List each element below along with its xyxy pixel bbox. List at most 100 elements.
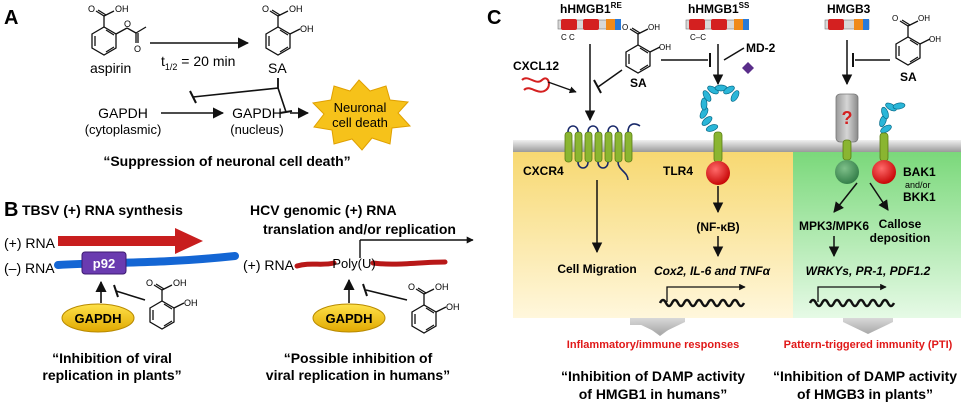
inhibition-bar-b2 [362,283,368,297]
callose-label-line1: Callose [879,217,922,231]
hmgb1-re-cysteines: C C [561,33,575,42]
tlr4-label: TLR4 [663,164,693,178]
panel-c-caption2-line2: of HMGB3 in plants” [797,386,933,402]
hcv-title-line1: HCV genomic (+) RNA [250,202,397,218]
plus-rna-label: (+) RNA [4,235,56,251]
sa-c2-o-label: O [892,14,898,23]
minus-rna-strand [54,252,239,269]
aspirin-oh-label: OH [115,4,129,14]
receptor-to-callose-arrow [869,182,889,211]
panel-c-caption1-line2: of HMGB1 in humans” [579,386,728,402]
panel-b-caption2-line1: “Possible inhibition of [284,350,433,366]
plant-dna [808,298,896,308]
hmgb1-ss-protein [685,19,749,30]
aspirin-carbonyl-o-label: O [134,44,141,54]
md2-molecule [742,62,754,74]
sa-label-c1: SA [630,76,647,90]
gapdh-label-2: GAPDH [326,311,373,326]
sa-structure-c2 [895,19,931,66]
cxcr4-label: CXCR4 [523,164,564,178]
p92-label: p92 [93,256,115,271]
panel-a-caption: “Suppression of neuronal cell death” [103,153,350,169]
sa-c2-oh-label-2: OH [929,35,941,44]
sa-structure-b2 [411,287,447,334]
nfkb-label: (NF-κB) [696,220,739,234]
cxcr4-intracellular-loops [577,161,629,181]
sa-b2-oh-label-1: OH [435,282,449,292]
sa-c1-o-label: O [622,23,628,32]
human-genes-label: Cox2, IL-6 and TNFα [654,264,771,278]
cxcl12-label: CXCL12 [513,59,559,73]
human-output-arrow-head [635,318,685,334]
panel-b-caption1-line2: replication in plants” [42,367,181,383]
hmgb1-re-protein [557,19,621,30]
gapdh-oval-1 [61,303,135,333]
human-dna [658,298,746,308]
sa-c1-oh-label-1: OH [648,23,660,32]
sa-b2-oh-label-2: OH [446,302,460,312]
plant-genes-label: WRKYs, PR-1, PDF1.2 [806,264,931,278]
hcv-plus-rna-label: (+) RNA [243,257,295,273]
hmgb1-ss-disulfide: C–C [690,33,706,42]
cell-migration-label: Cell Migration [557,262,636,276]
half-life-label: t1/2 = 20 min [161,53,235,72]
hcv-title-line2: translation and/or replication [263,221,456,237]
cxcr4-receptor [564,131,633,163]
sa-label-c2: SA [900,70,917,84]
receptor-to-mpk-arrow [833,182,858,213]
bak1-label: BAK1 [903,165,936,179]
panel-a-letter: A [4,7,18,29]
panel-a: A O OH O O aspirin t1/2 = 20 min [4,4,412,169]
inhibition-bar-c1 [593,79,602,94]
aspirin-ester-o-label: O [124,19,131,29]
mpk-label: MPK3/MPK6 [799,219,869,233]
sa-structure-a [265,9,301,56]
hcv-rna-right [370,259,448,267]
gapdh-nucleus-location: (nucleus) [230,122,283,137]
sa-c2-oh-label-1: OH [918,14,930,23]
bak1-transmembrane [879,132,889,162]
sa-inhibition-cxcr4 [597,69,623,88]
unknown-receptor-kinase [835,160,859,184]
p92-box [81,251,127,275]
plant-response-label: Pattern-triggered immunity (PTI) [784,339,953,351]
plus-rna-arrow [58,228,203,254]
inhibition-bar-1 [189,90,197,104]
neuronal-death-line2: cell death [332,115,388,130]
panel-b-caption1-line1: “Inhibition of viral [52,350,172,366]
gapdh-oval-2 [312,303,386,333]
bak1-andor-label: and/or [905,180,931,190]
panel-c: C hHMGB1RE C C hHMGB1SS C–C HMGB3 [487,1,961,402]
sa-inhibition-line-b1 [115,290,146,301]
cxcl12-arrow [547,81,577,94]
gapdh-cytoplasmic: GAPDH [98,105,148,121]
bkk1-label: BKK1 [903,190,936,204]
md2-label: MD-2 [746,41,776,55]
bak1-kinase [872,160,896,184]
sa-b1-o-label: O [146,278,153,288]
panel-b: B TBSV (+) RNA synthesis (+) RNA (–) RNA… [4,199,474,383]
aspirin-label: aspirin [90,60,131,76]
aspirin-o-label: O [88,4,95,14]
tlr4-ectodomain [699,84,740,132]
hmgb3-protein [824,19,870,30]
gapdh-cytoplasmic-location: (cytoplasmic) [85,122,162,137]
plant-transcription-arrow [817,283,887,302]
sa-inhibition-line-2 [277,78,287,113]
cxcl12-ligand [521,77,550,93]
human-transcription-arrow [666,283,746,302]
gapdh-label-1: GAPDH [75,311,122,326]
neuronal-death-line1: Neuronal [334,100,387,115]
sa-b2-o-label: O [408,282,415,292]
minus-rna-label: (–) RNA [4,260,55,276]
polyu-label: Poly(U) [332,256,375,271]
gapdh-nucleus: GAPDH [232,105,282,121]
sa-inhibition-line-1 [192,78,279,98]
sa-b1-oh-label-1: OH [173,278,187,288]
neuronal-death-starburst [311,79,412,151]
hmgb3-label: HMGB3 [827,2,871,16]
inhibition-bar-2 [279,110,293,114]
tlr4-tir-domain [706,161,730,185]
hcv-rna-left [294,260,337,269]
